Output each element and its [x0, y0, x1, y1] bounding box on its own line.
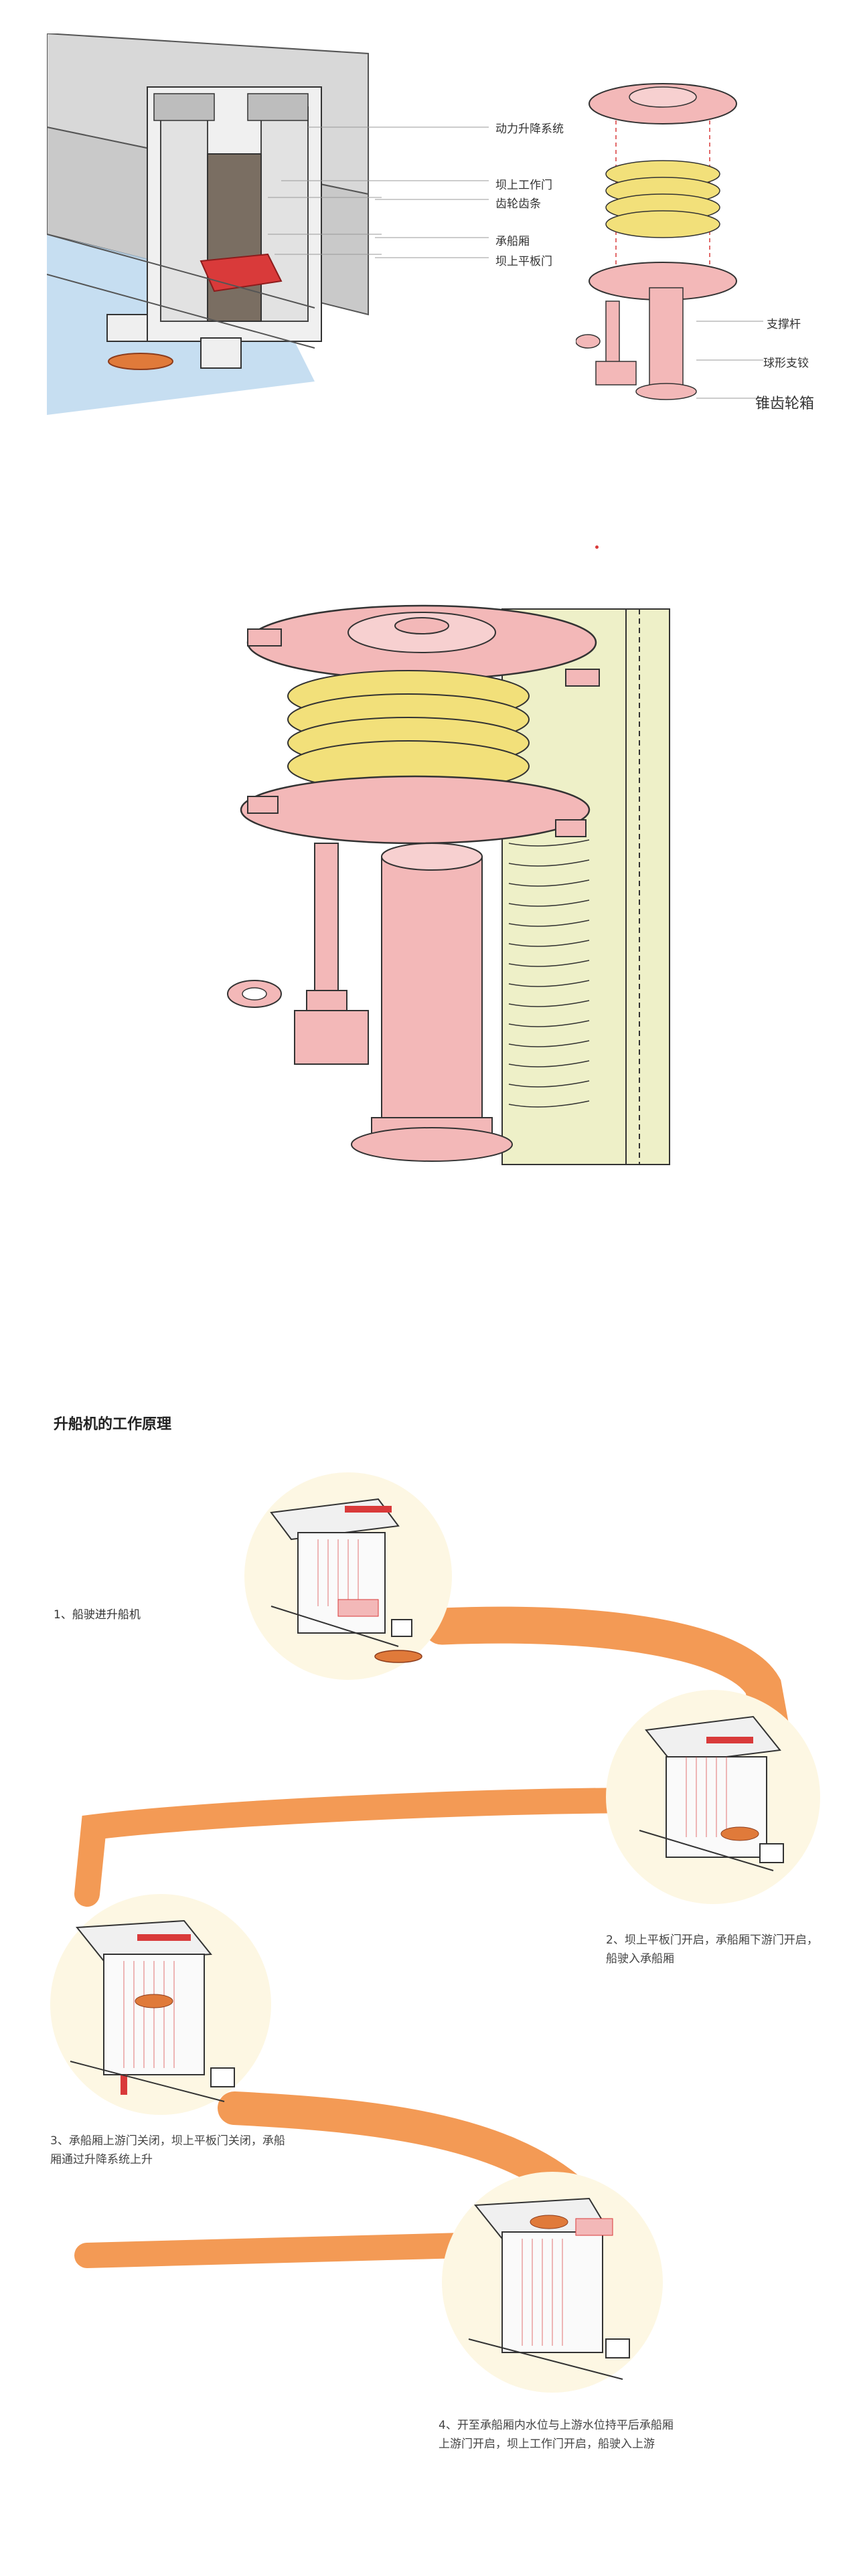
step-1-illustration — [244, 1472, 452, 1680]
step-4-text: 4、开至承船厢内水位与上游水位持平后承船厢上游门开启，坝上工作门开启，船驶入上游 — [439, 2419, 674, 2451]
gear-leader-lines — [696, 321, 763, 399]
label-power-lift-system: 动力升降系统 — [495, 122, 564, 136]
label-gear-rack: 齿轮齿条 — [495, 197, 541, 211]
working-principle-title: 升船机的工作原理 — [54, 1416, 172, 1433]
label-bevel-gearbox: 锥齿轮箱 — [755, 396, 815, 412]
decorative-dot — [595, 545, 599, 549]
gear-exploded-small-illustration — [576, 83, 737, 400]
step-4-illustration — [442, 2172, 663, 2393]
label-upper-working-gate: 坝上工作门 — [495, 179, 552, 192]
label-support-rod: 支撑杆 — [767, 318, 801, 331]
step-3-illustration — [50, 1894, 271, 2115]
label-upper-flat-gate: 坝上平板门 — [495, 255, 552, 268]
overview-leader-lines — [375, 126, 489, 258]
label-ship-chamber: 承船厢 — [495, 235, 530, 248]
process-flow-path — [74, 1606, 795, 2268]
gear-detail-large-illustration — [227, 604, 670, 1165]
label-spherical-hinge: 球形支铰 — [763, 357, 809, 370]
step-3-text: 3、承船厢上游门关闭，坝上平板门关闭，承船厢通过升降系统上升 — [50, 2134, 285, 2166]
step-2-illustration — [606, 1690, 820, 1904]
step-2-text: 2、坝上平板门开启，承船厢下游门开启，船驶入承船厢 — [606, 1934, 818, 1966]
ship-lift-overview-illustration — [47, 33, 382, 415]
step-1-text: 1、船驶进升船机 — [54, 1608, 141, 1622]
